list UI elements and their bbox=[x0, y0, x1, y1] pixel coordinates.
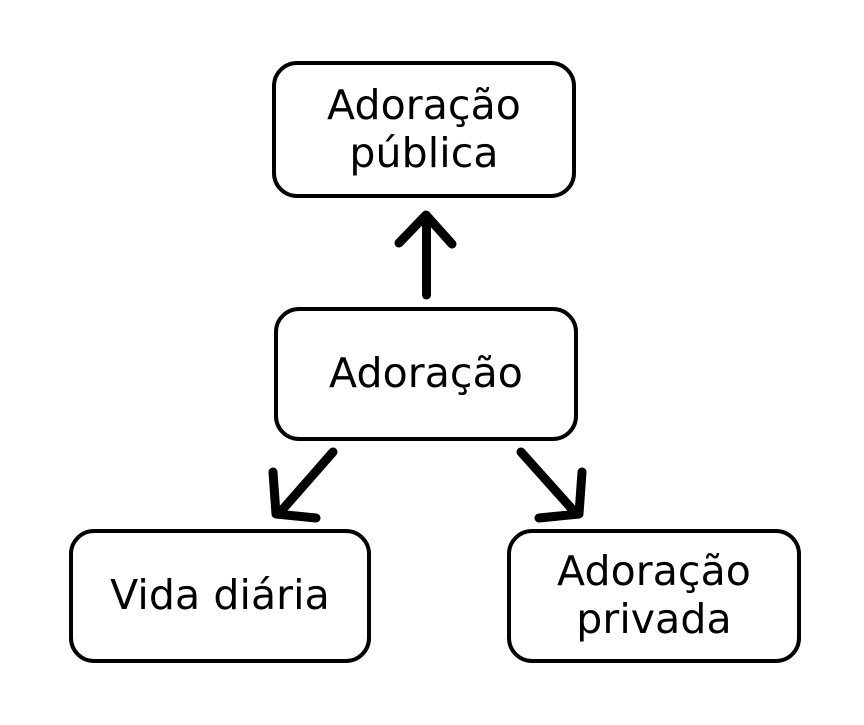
node-label: Adoração bbox=[329, 349, 523, 398]
arrow-head-down-left bbox=[268, 467, 321, 523]
arrow-adoracao-to-publica bbox=[394, 210, 457, 300]
node-label: Vida diária bbox=[110, 571, 330, 620]
node-adoracao-privada[interactable]: Adoração privada bbox=[507, 529, 801, 663]
node-label: Adoração privada bbox=[557, 547, 751, 643]
arrow-adoracao-to-vida-diaria bbox=[268, 447, 338, 523]
node-label: Adoração pública bbox=[327, 80, 521, 177]
arrow-head-down-right bbox=[534, 467, 587, 523]
node-vida-diaria[interactable]: Vida diária bbox=[69, 529, 371, 663]
arrow-shaft-down-left bbox=[278, 447, 338, 514]
arrow-head-up bbox=[394, 210, 457, 249]
arrow-shaft-down-right bbox=[516, 447, 577, 514]
node-adoracao-publica[interactable]: Adoração pública bbox=[272, 61, 576, 198]
arrow-adoracao-to-privada bbox=[516, 447, 587, 523]
node-adoracao[interactable]: Adoração bbox=[274, 307, 578, 441]
